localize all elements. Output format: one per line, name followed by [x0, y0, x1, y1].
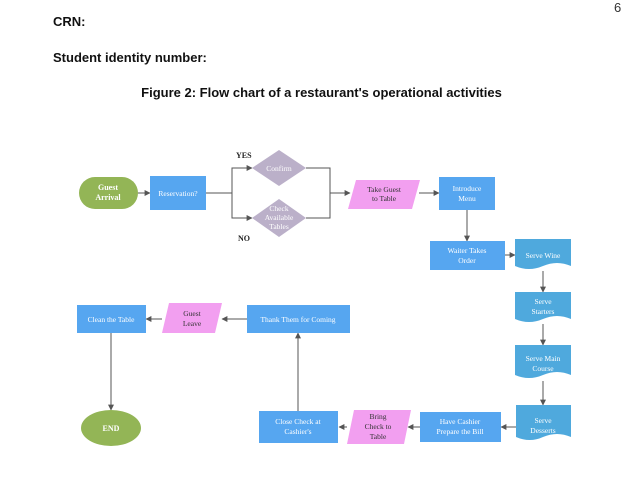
no-label: NO: [238, 234, 250, 243]
crn-label: CRN:: [53, 14, 86, 29]
clean-table-process: Clean the Table: [77, 305, 146, 333]
close-check-process: Close Check at Cashier's: [259, 411, 338, 443]
confirm-decision: Confirm: [252, 150, 306, 186]
take-guest-data: Take Guest to Table: [348, 180, 420, 209]
have-cashier-line-2: Prepare the Bill: [436, 427, 483, 436]
guest-leave-line-2: Leave: [183, 319, 202, 328]
serve-desserts-line-1: Serve: [534, 416, 552, 425]
close-check-line-2: Cashier's: [284, 427, 311, 436]
introduce-menu-line-2: Menu: [458, 194, 476, 203]
bring-check-line-1: Bring: [369, 412, 386, 421]
check-tables-line-1: Check: [269, 204, 288, 213]
serve-main-course-document: Serve Main Course: [515, 345, 571, 378]
take-guest-line-2: to Table: [372, 194, 397, 203]
bring-check-line-3: Table: [370, 432, 387, 441]
reservation-label: Reservation?: [158, 189, 198, 198]
have-cashier-line-1: Have Cashier: [440, 417, 481, 426]
bring-check-line-2: Check to: [365, 422, 392, 431]
thank-them-process: Thank Them for Coming: [247, 305, 350, 333]
merge-line: [306, 167, 331, 219]
introduce-menu-line-1: Introduce: [453, 184, 482, 193]
guest-leave-line-1: Guest: [183, 309, 201, 318]
check-tables-decision: Check Available Tables: [252, 199, 306, 237]
arrow-reservation-to-confirm: [206, 165, 253, 194]
connectors: [108, 165, 546, 430]
waiter-order-line-1: Waiter Takes: [448, 246, 487, 255]
serve-wine-document: Serve Wine: [515, 239, 571, 269]
check-tables-line-3: Tables: [269, 222, 289, 231]
serve-main-line-1: Serve Main: [526, 354, 561, 363]
waiter-order-line-2: Order: [458, 256, 476, 265]
guest-arrival-line-2: Arrival: [95, 193, 121, 202]
close-check-line-1: Close Check at: [275, 417, 321, 426]
check-tables-line-2: Available: [265, 213, 294, 222]
page-number: 6: [614, 0, 622, 15]
end-terminator: END: [81, 410, 141, 446]
bring-check-data: Bring Check to Table: [347, 410, 411, 444]
thank-them-label: Thank Them for Coming: [260, 315, 335, 324]
serve-starters-line-1: Serve: [534, 297, 552, 306]
end-label: END: [103, 424, 120, 433]
serve-wine-label: Serve Wine: [526, 251, 561, 260]
serve-starters-line-2: Starters: [532, 307, 555, 316]
guest-arrival-line-1: Guest: [98, 183, 118, 192]
waiter-takes-order-process: Waiter Takes Order: [430, 241, 505, 270]
yes-label: YES: [236, 151, 252, 160]
serve-desserts-document: Serve Desserts: [516, 405, 571, 440]
have-cashier-process: Have Cashier Prepare the Bill: [420, 412, 501, 442]
clean-table-label: Clean the Table: [88, 315, 135, 324]
reservation-process: Reservation?: [150, 176, 206, 210]
guest-arrival-terminator: Guest Arrival: [79, 177, 138, 209]
confirm-label: Confirm: [266, 164, 292, 173]
serve-main-line-2: Course: [532, 364, 554, 373]
serve-desserts-line-2: Desserts: [530, 426, 555, 435]
guest-leave-data: Guest Leave: [162, 303, 222, 333]
introduce-menu-process: Introduce Menu: [439, 177, 495, 210]
arrow-reservation-to-check-tables: [231, 193, 253, 221]
student-id-label: Student identity number:: [53, 50, 207, 65]
figure-title: Figure 2: Flow chart of a restaurant's o…: [141, 85, 502, 100]
take-guest-line-1: Take Guest: [367, 185, 402, 194]
serve-starters-document: Serve Starters: [515, 292, 571, 322]
